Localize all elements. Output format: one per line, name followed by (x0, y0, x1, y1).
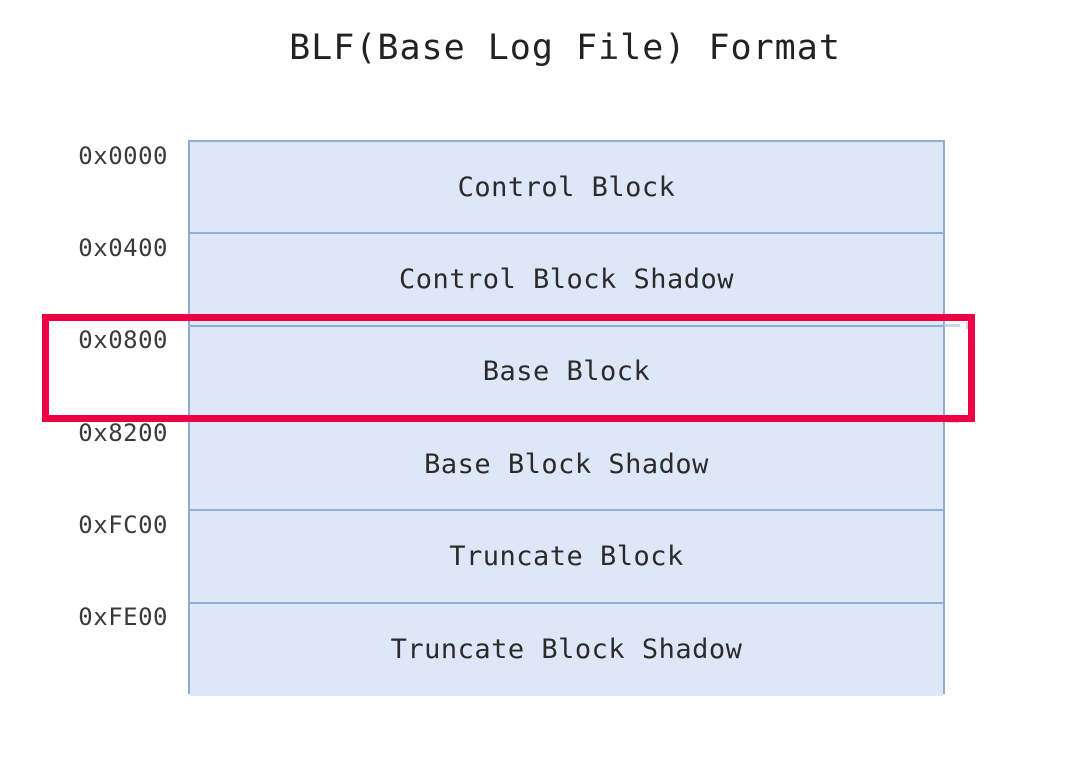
address-label-5: 0xFE00 (78, 603, 168, 631)
address-label-0: 0x0000 (78, 142, 168, 170)
block-label: Base Block Shadow (424, 448, 709, 480)
address-label-4: 0xFC00 (78, 511, 168, 539)
block-row-control-block: Control Block (190, 142, 943, 235)
block-label: Control Block (457, 171, 676, 203)
block-row-base-block-shadow: Base Block Shadow (190, 418, 943, 512)
block-label: Control Block Shadow (398, 263, 735, 295)
address-label-3: 0x8200 (78, 419, 168, 447)
block-stack: Control Block Control Block Shadow Base … (188, 140, 945, 696)
block-row-base-block: Base Block (190, 326, 943, 419)
scan-artifact (944, 324, 960, 327)
block-row-truncate-block: Truncate Block (190, 511, 943, 604)
block-row-truncate-block-shadow: Truncate Block Shadow (190, 603, 943, 696)
scan-artifact (966, 322, 969, 329)
block-label: Truncate Block (449, 540, 684, 572)
block-label: Truncate Block Shadow (390, 634, 743, 666)
page-title: BLF(Base Log File) Format (289, 28, 841, 68)
address-gutter: 0x0000 0x0400 0x0800 0x8200 0xFC00 0xFE0… (0, 140, 180, 694)
block-row-control-block-shadow: Control Block Shadow (190, 234, 943, 327)
address-label-2: 0x0800 (78, 326, 168, 354)
scan-artifact (947, 420, 959, 423)
block-label: Base Block (482, 356, 651, 388)
address-label-1: 0x0400 (78, 234, 168, 262)
